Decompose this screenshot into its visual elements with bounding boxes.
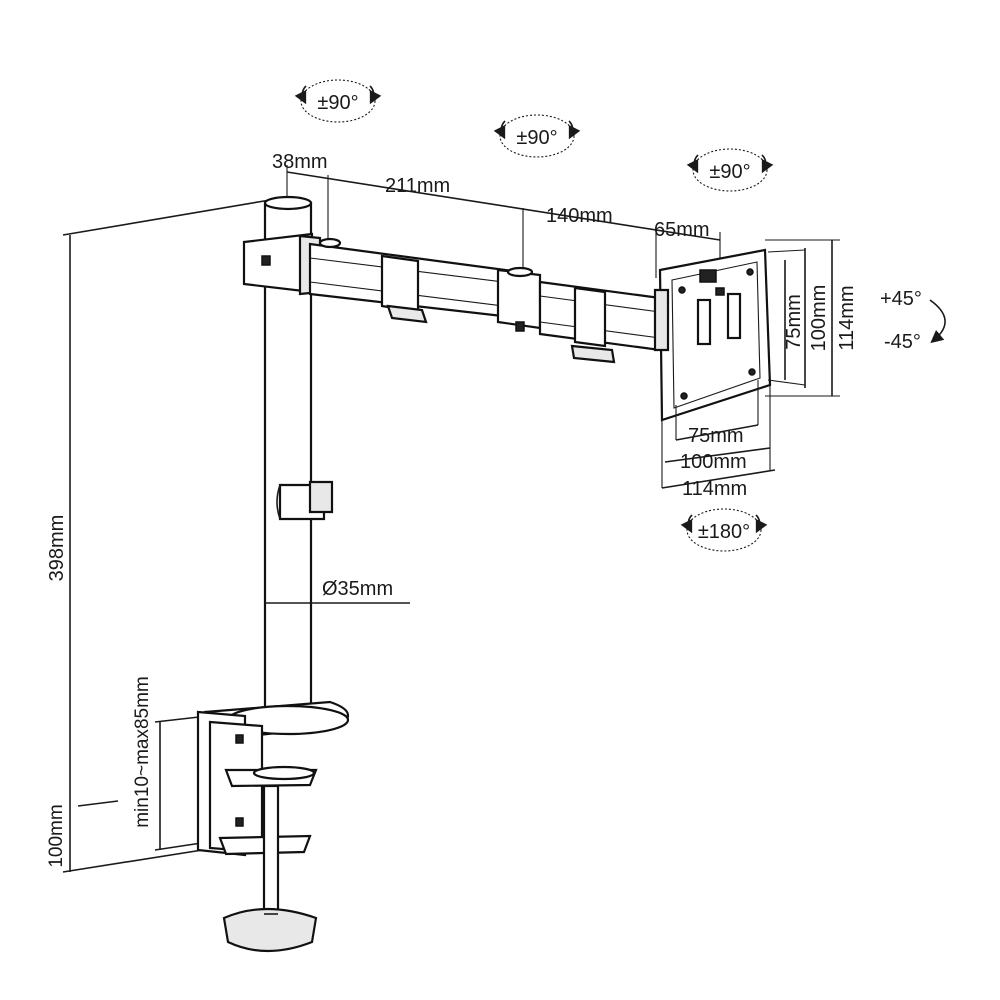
arm-segment-1: [308, 237, 522, 324]
vesa-horizontal-75-label: 75mm: [688, 425, 744, 447]
arm-dimension-line: 38mm 211mm 140mm 65mm: [272, 151, 721, 278]
head-swivel-label: ±90°: [709, 161, 750, 183]
pole-collar: [242, 232, 322, 296]
vesa-vertical-75-label: 75mm: [783, 294, 805, 350]
vesa-horizontal-114-label: 114mm: [682, 478, 747, 500]
desk-clamp: [196, 710, 318, 953]
vesa-plate: [653, 248, 772, 422]
clamp-range-label: min10~max85mm: [132, 676, 153, 828]
cable-clip: [276, 480, 334, 521]
vesa-horizontal-dimensions: 75mm 100mm 114mm: [661, 380, 776, 500]
tilt-up-label: +45°: [880, 288, 922, 310]
arm-1-label: 211mm: [385, 175, 450, 197]
arm-swivel-label: ±90°: [516, 127, 557, 149]
height-dimension: 398mm: [46, 199, 271, 873]
arm-2-label: 140mm: [546, 205, 613, 227]
rotation-indicator-rotate: ±180°: [680, 508, 768, 552]
rotation-indicator-arm: ±90°: [493, 114, 581, 158]
arm-joint: [496, 266, 542, 332]
vesa-vertical-114-label: 114mm: [836, 285, 858, 350]
tilt-indicator: +45° -45°: [880, 288, 946, 353]
rotation-indicator-head: ±90°: [686, 148, 774, 192]
rotation-indicator-pole: ±90°: [294, 79, 382, 123]
vesa-vertical-dimensions: 75mm 100mm 114mm: [765, 239, 858, 397]
vesa-vertical-100-label: 100mm: [808, 285, 830, 352]
head-label: 65mm: [654, 219, 710, 241]
pole-offset-label: 38mm: [272, 151, 328, 173]
arm-segment-2: [538, 280, 662, 364]
height-label: 398mm: [46, 515, 68, 582]
tilt-down-label: -45°: [884, 331, 921, 353]
rotate-label: ±180°: [698, 521, 750, 543]
pole-diameter-label: Ø35mm: [322, 578, 393, 600]
vesa-horizontal-100-label: 100mm: [680, 451, 747, 473]
clamp-depth-label: 100mm: [46, 804, 67, 867]
pole-swivel-label: ±90°: [317, 92, 358, 114]
